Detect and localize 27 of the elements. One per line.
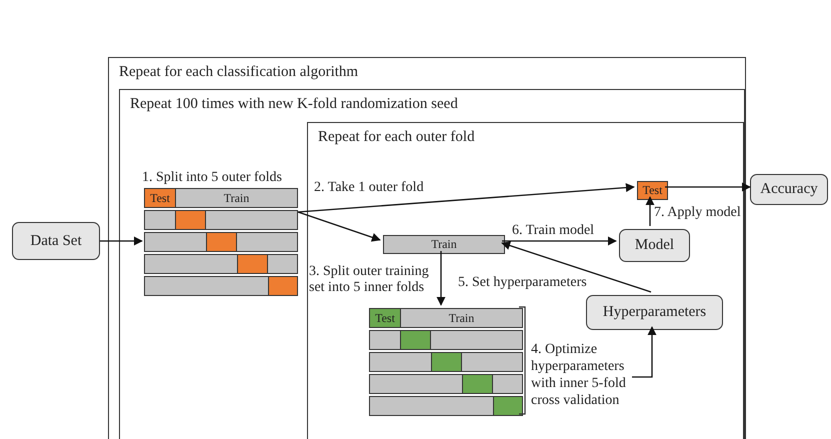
train-label: Train <box>222 190 250 206</box>
hyperparameters-box: Hyperparameters <box>586 295 723 330</box>
edge-label: 7. Apply model <box>653 205 742 221</box>
model-box: Model <box>619 229 690 262</box>
arrow <box>646 196 654 226</box>
test-segment: Test <box>145 189 176 207</box>
frame-title: Repeat for each outer fold <box>318 129 475 146</box>
outer-fold-loop-frame <box>307 122 744 439</box>
arrow <box>632 326 656 378</box>
test-fold-box: Test <box>637 181 668 200</box>
arrow <box>436 251 446 306</box>
edge-label: 5. Set hyperparameters <box>457 275 588 291</box>
test-segment: Test <box>370 309 401 327</box>
grid-heading: 1. Split into 5 outer folds <box>142 170 282 186</box>
frame-title: Repeat 100 times with new K-fold randomization seed <box>130 96 458 113</box>
data-box: Data Set <box>12 222 100 260</box>
arrow <box>298 211 381 242</box>
arrow <box>298 183 635 213</box>
arrow <box>502 236 617 246</box>
train-fold-box: Train <box>383 235 505 254</box>
arrow <box>501 241 652 293</box>
arrow <box>100 236 143 246</box>
arrow <box>665 182 751 192</box>
step-text: 4. Optimize hyperparameters with inner 5-fold cross validation <box>531 341 635 411</box>
frame-title: Repeat for each classification algorithm <box>119 64 358 81</box>
result-box: Accuracy <box>750 174 828 205</box>
train-label: Train <box>448 310 476 326</box>
